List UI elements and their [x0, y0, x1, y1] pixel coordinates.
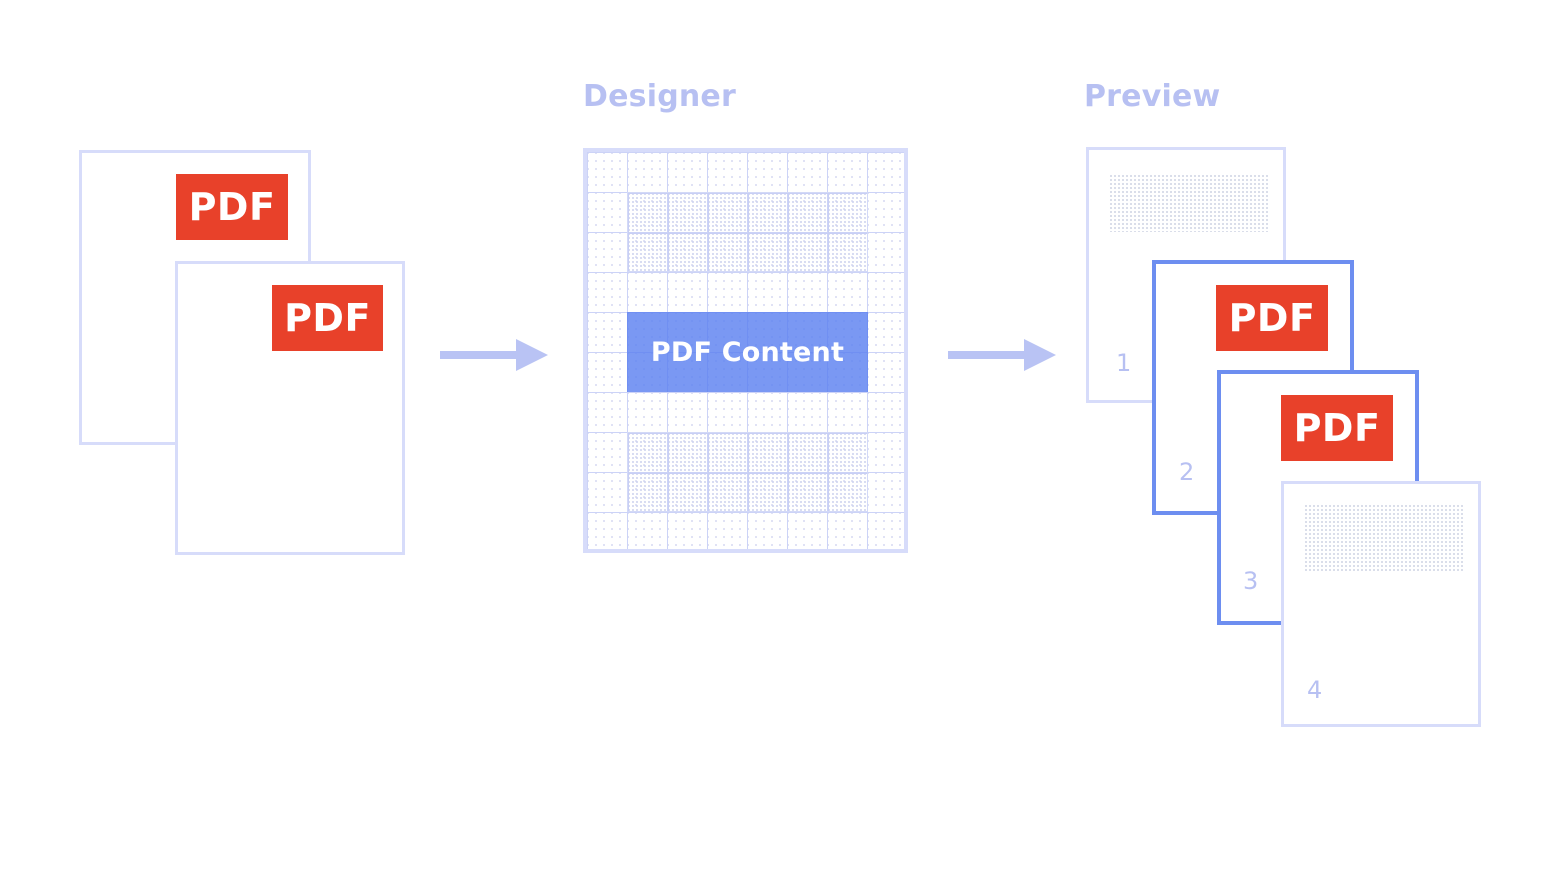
preview-page-1-content-placeholder	[1110, 175, 1270, 232]
arrow-right-icon	[440, 339, 548, 371]
designer-footer-band-grid	[628, 433, 867, 511]
preview-page-4-number: 4	[1307, 676, 1323, 704]
preview-page-3-number: 3	[1243, 567, 1259, 595]
pdf-badge-preview-page-3: PDF	[1281, 395, 1393, 461]
arrow-right-icon	[948, 339, 1056, 371]
designer-header-band[interactable]	[627, 192, 868, 272]
designer-canvas-panel[interactable]: PDF Content	[583, 148, 908, 553]
designer-footer-band[interactable]	[627, 432, 868, 512]
pdf-badge-source-1: PDF	[176, 174, 288, 240]
designer-heading: Designer	[583, 79, 736, 114]
preview-heading: Preview	[1084, 79, 1221, 114]
pdf-badge-source-2: PDF	[272, 285, 383, 351]
designer-pdf-content-block[interactable]: PDF Content	[627, 312, 868, 392]
preview-page-4-content-placeholder	[1305, 505, 1463, 571]
preview-page-1-number: 1	[1116, 349, 1132, 377]
designer-header-band-grid	[628, 193, 867, 271]
pdf-badge-preview-page-2: PDF	[1216, 285, 1328, 351]
arrow-source-to-designer	[440, 335, 550, 375]
arrow-designer-to-preview	[948, 335, 1058, 375]
preview-page-2-number: 2	[1179, 458, 1195, 486]
